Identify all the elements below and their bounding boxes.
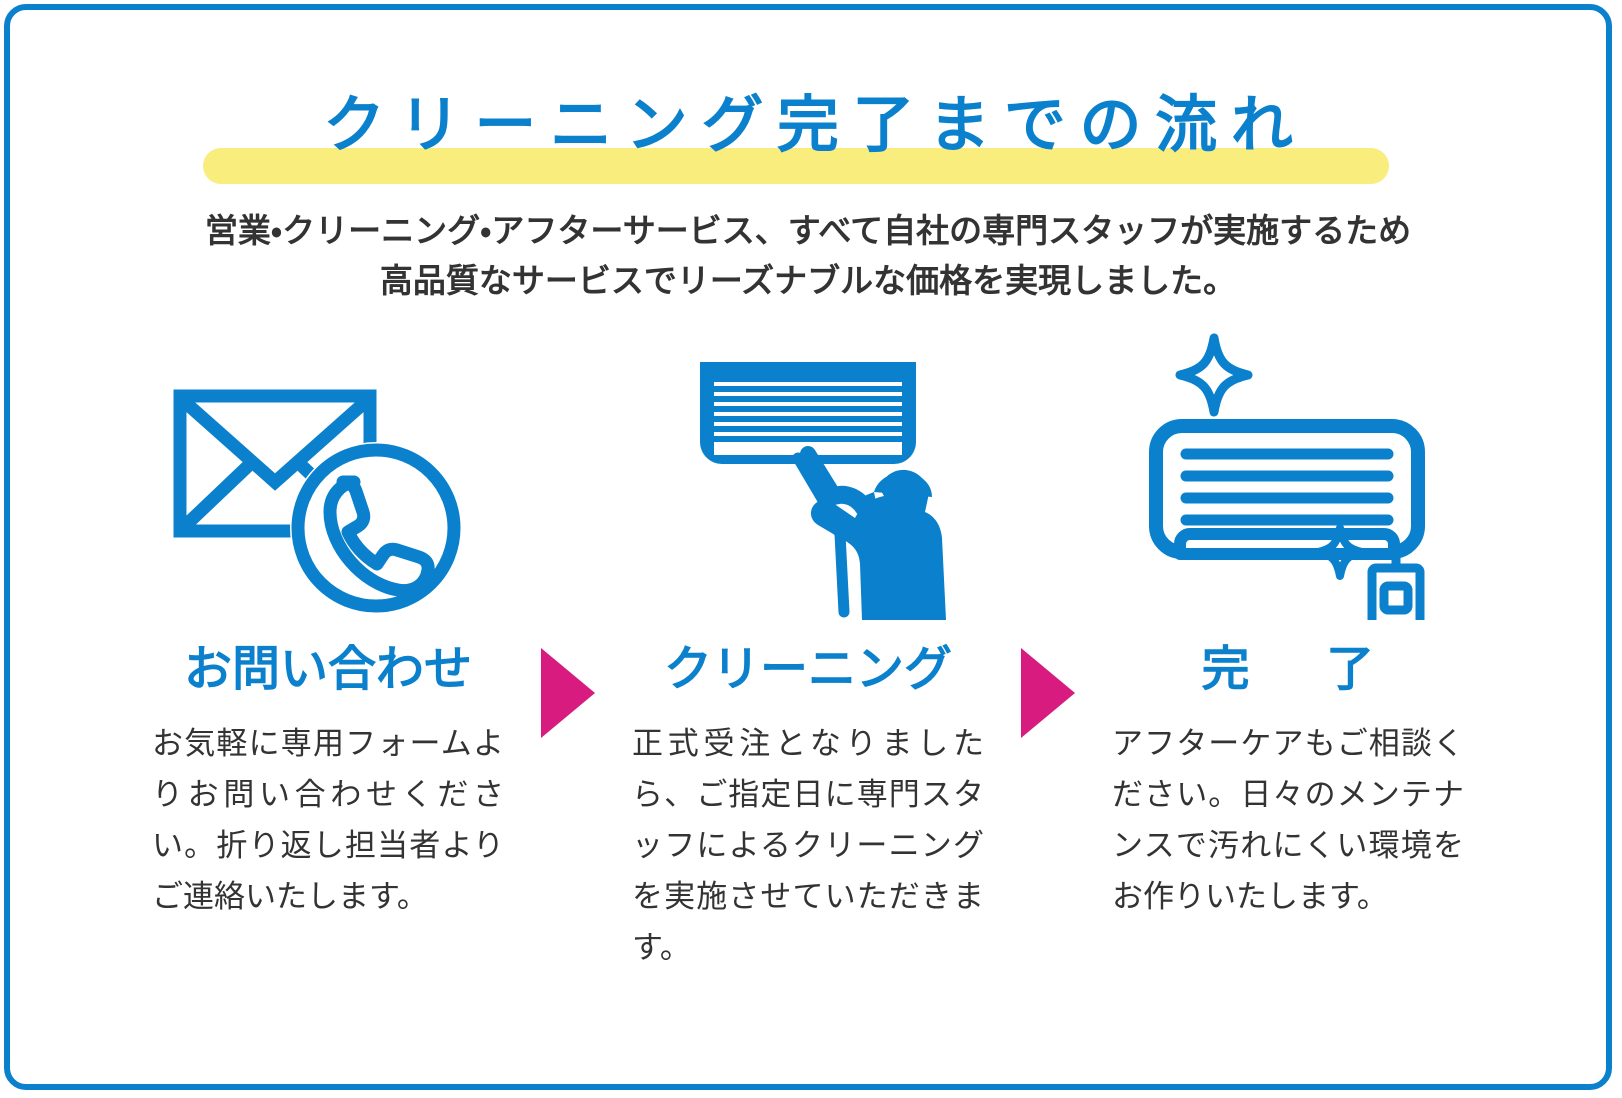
page-subtitle-line-2: 高品質なサービスでリーズナブルな価格を実現しました。 <box>379 262 1237 299</box>
step-arrow-2-icon <box>1021 648 1075 738</box>
page-subtitle-line-1: 営業・クリーニング・アフターサービス、すべて自社の専門スタッフが実施するため <box>204 212 1412 249</box>
title-highlight-bar <box>203 148 1389 184</box>
step-arrow-1-icon <box>541 648 595 738</box>
flow-card: クリーニング完了までの流れ 営業・クリーニング・アフターサービス、すべて自社の専… <box>4 4 1612 1090</box>
page-title: クリーニング完了までの流れ <box>323 91 1307 160</box>
envelope-phone-icon <box>173 389 462 614</box>
step-complete-title: 完 了 <box>1201 643 1389 696</box>
step-complete-icon-box <box>1102 333 1474 620</box>
step-contact-body: お気軽に専用フォームよりお問い合わせください。折り返し担当者よりご連絡いたします… <box>152 726 504 914</box>
step-cleaning-title: クリーニング <box>663 643 952 696</box>
page-title-area: クリーニング完了までの流れ <box>10 76 1606 186</box>
step-contact: お問い合わせ お気軽に専用フォームよりお問い合わせください。折り返し担当者よりご… <box>142 350 514 922</box>
step-contact-icon-box <box>142 350 514 620</box>
aircon-cleaning-worker-icon <box>700 362 946 620</box>
step-cleaning-body: 正式受注となりましたら、ご指定日に専門スタッフによるクリーニングを実施させていた… <box>632 726 984 965</box>
step-complete: 完 了 アフターケアもご相談ください。日々のメンテナンスで汚れにくい環境をお作り… <box>1102 333 1474 922</box>
step-complete-body: アフターケアもご相談ください。日々のメンテナンスで汚れにくい環境をお作りいたしま… <box>1112 726 1464 914</box>
step-cleaning: クリーニング 正式受注となりましたら、ご指定日に専門スタッフによるクリーニングを… <box>622 350 994 973</box>
steps-row: お問い合わせ お気軽に専用フォームよりお問い合わせください。折り返し担当者よりご… <box>10 333 1606 1030</box>
page-subtitle: 営業・クリーニング・アフターサービス、すべて自社の専門スタッフが実施するため 高… <box>10 206 1606 306</box>
clean-aircon-sparkle-icon <box>1149 333 1425 620</box>
step-arrow-1-wrap <box>514 350 622 1030</box>
step-cleaning-icon-box <box>622 350 994 620</box>
step-contact-title: お問い合わせ <box>183 643 472 696</box>
step-arrow-2-wrap <box>994 350 1102 1030</box>
